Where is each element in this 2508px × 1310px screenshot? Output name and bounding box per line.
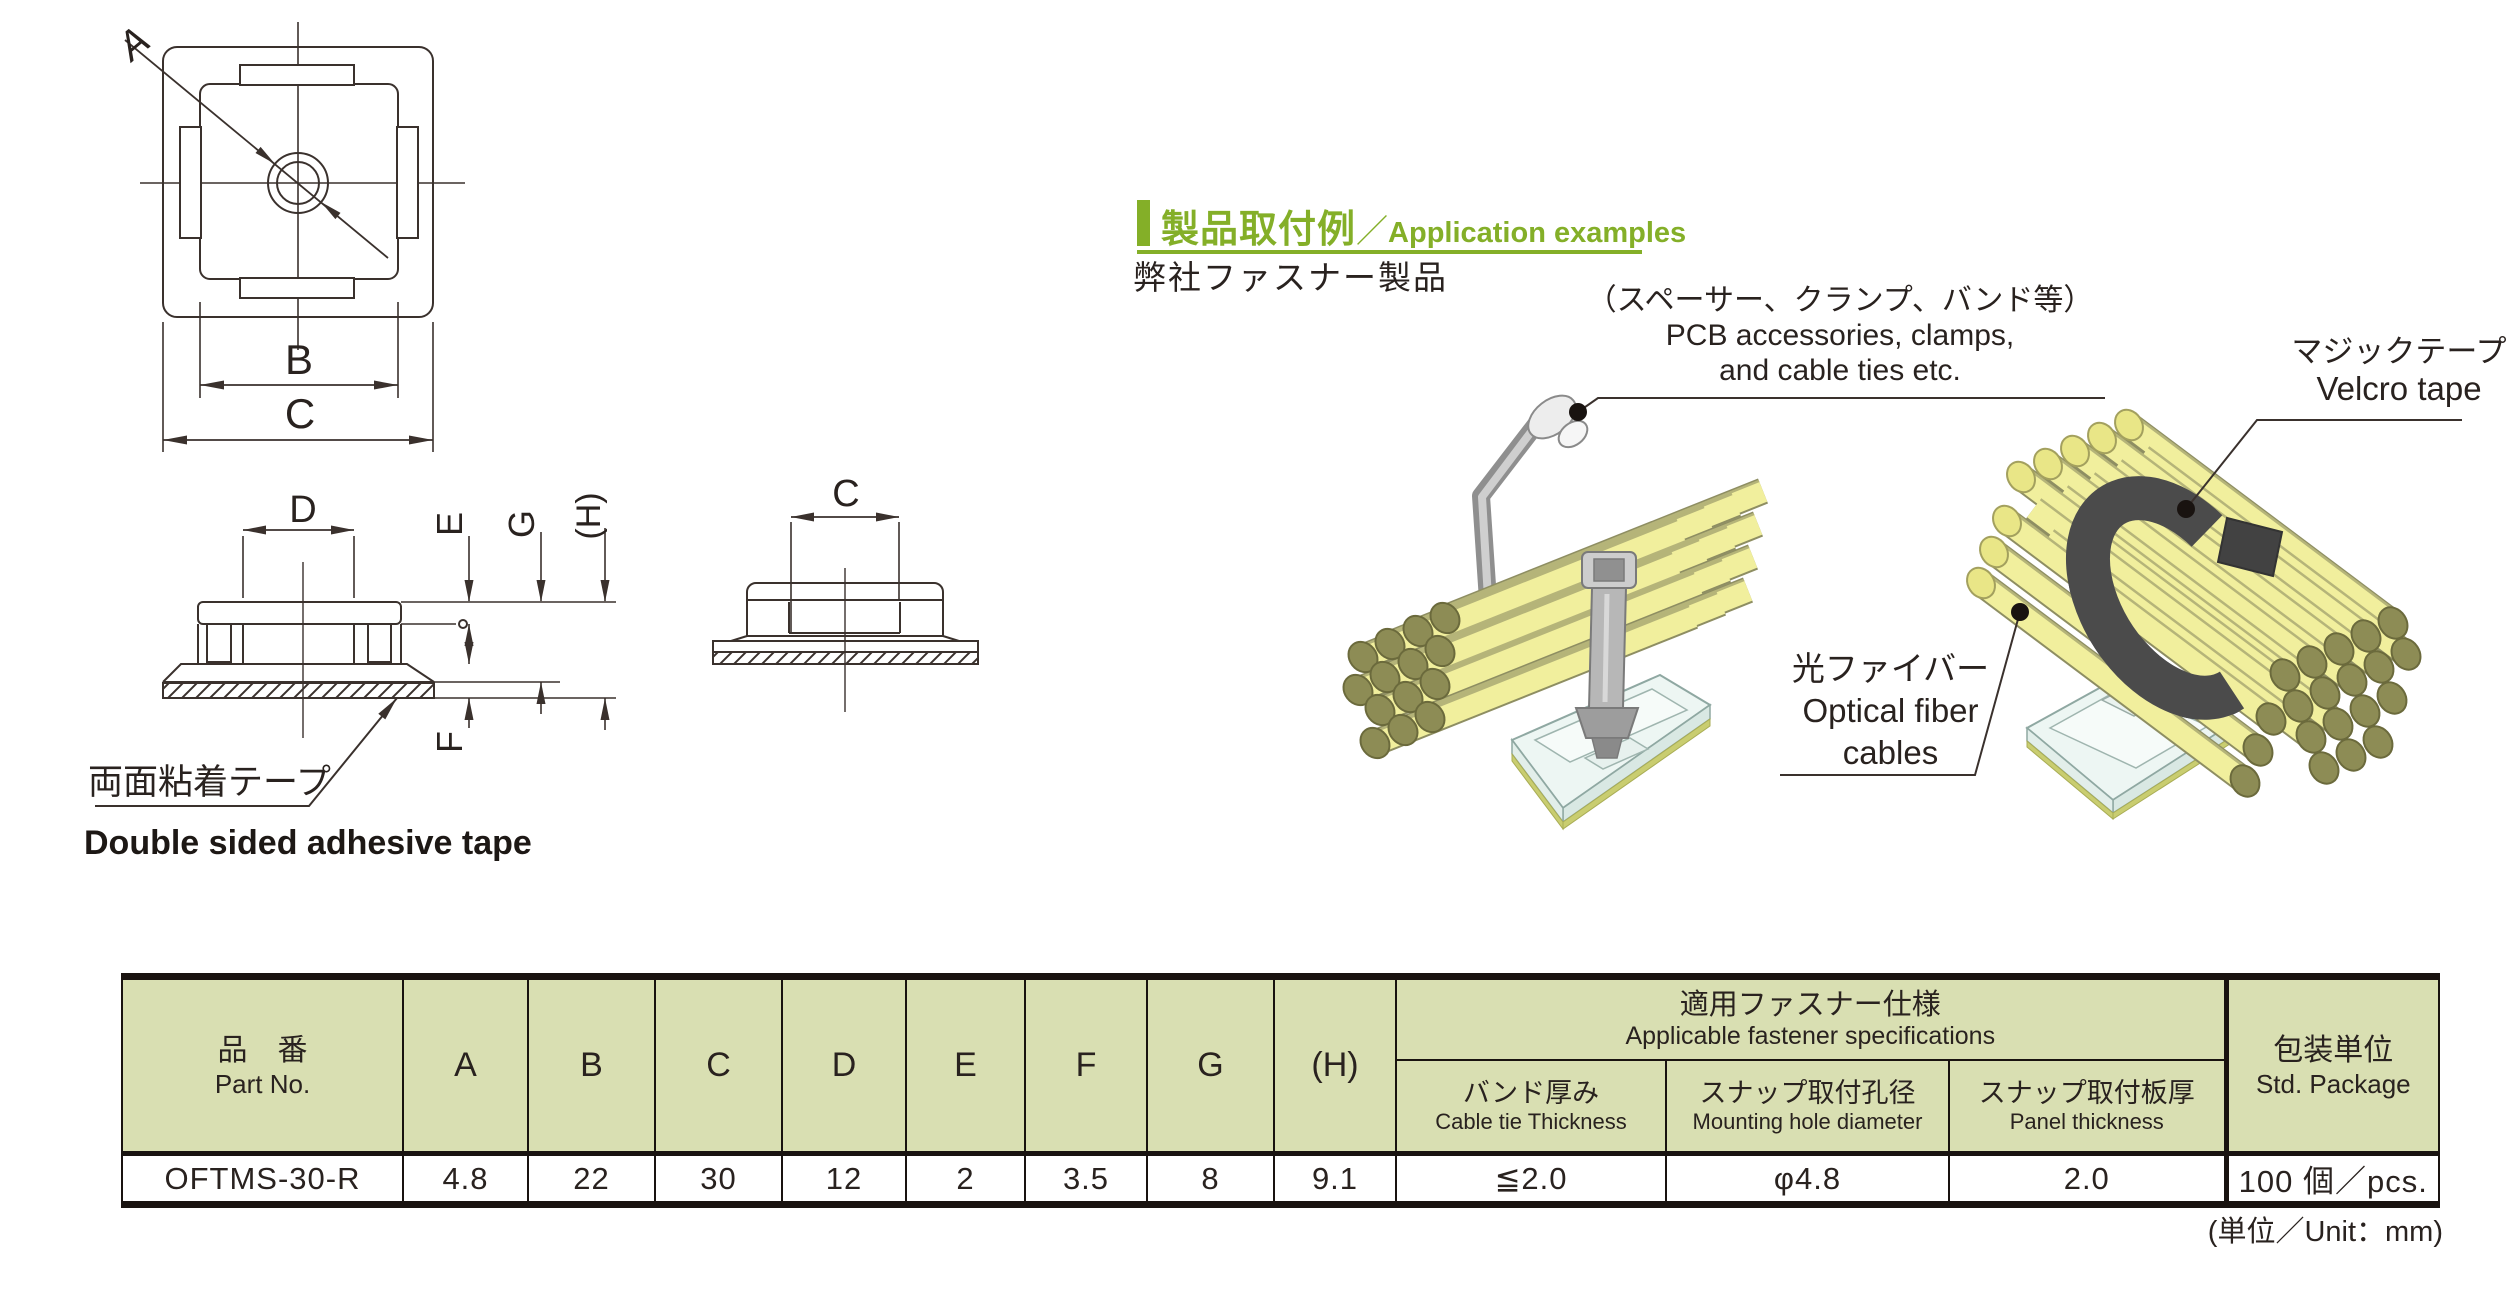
cable-cut-ends: [1966, 408, 2144, 600]
dim-label-h: (H): [570, 492, 608, 539]
panel-thickness-jp: スナップ取付板厚: [1978, 1078, 2195, 1109]
header-underline: [1137, 250, 1642, 254]
velcro-leader-dot: [2177, 500, 2195, 518]
col-header-package: 包装単位 Std. Package: [2223, 975, 2441, 1156]
side-view-right-drawing: C: [712, 473, 979, 712]
header-separator: ／: [1356, 213, 1389, 249]
application-intro: 弊社ファスナー製品: [1133, 259, 1448, 296]
fastener-group-jp: 適用ファスナー仕様: [1679, 989, 1941, 1022]
dim-label-c2: C: [832, 473, 859, 515]
fiber-cable-bundle: [1342, 478, 1769, 760]
cell-mounting-hole-diameter: φ4.8: [1665, 1152, 1950, 1206]
col-header-f: F: [1024, 975, 1148, 1156]
fiber-leader-dot: [2011, 603, 2029, 621]
cable-tie-thickness-jp: バンド厚み: [1462, 1078, 1600, 1109]
accessories-en1: PCB accessories, clamps,: [1665, 318, 2015, 352]
col-header-mounting-hole-diameter: スナップ取付孔径 Mounting hole diameter: [1665, 1058, 1950, 1156]
tape-label-en: Double sided adhesive tape: [84, 824, 532, 862]
accessories-en2: and cable ties etc.: [1719, 353, 1961, 387]
spec-table: 品 番 Part No. A B C D E F G (H) 適用ファスナー仕様…: [121, 973, 2441, 1208]
cell-dim-d: 12: [781, 1152, 907, 1206]
side-view-drawing: D: [162, 489, 616, 753]
table-row: OFTMS-30-R 4.8 22 30 12 2 3.5 8 9.1 ≦2.0…: [121, 1152, 2441, 1206]
cable-tie-arm: [1472, 394, 1589, 609]
velcro-band-flap: [2216, 516, 2284, 578]
part-header-jp: 品 番: [217, 1034, 308, 1068]
accessories-annotation: （スペーサー、クランプ、バンド等） PCB accessories, clamp…: [1575, 284, 2105, 388]
tape-label-jp: 両面粘着テープ: [88, 763, 331, 802]
cell-dim-h: 9.1: [1273, 1152, 1397, 1206]
mounting-hole-diameter-jp: スナップ取付孔径: [1699, 1078, 1916, 1109]
cell-dim-a: 4.8: [402, 1152, 529, 1206]
header-accent-bar: [1137, 200, 1150, 246]
panel-thickness-en: Panel thickness: [2009, 1108, 2164, 1134]
dim-label-f: F: [429, 731, 470, 753]
package-header-jp: 包装単位: [2273, 1034, 2394, 1068]
cell-part-no: OFTMS-30-R: [121, 1152, 404, 1206]
col-header-c: C: [654, 975, 783, 1156]
cell-package: 100 個／pcs.: [2223, 1152, 2441, 1206]
header-text: 製品取付例／Application examples: [1161, 198, 1686, 253]
cell-cable-tie-thickness: ≦2.0: [1395, 1152, 1667, 1206]
fiber-annotation: 光ファイバー Optical fiber cables: [1768, 648, 2013, 775]
col-header-b: B: [527, 975, 656, 1156]
header-jp: 製品取付例: [1161, 209, 1357, 251]
unit-note: (単位／Unit：mm): [2207, 1216, 2443, 1248]
dim-label-g: G: [501, 510, 542, 538]
col-header-cable-tie-thickness: バンド厚み Cable tie Thickness: [1395, 1058, 1667, 1156]
tape-leader-line: [95, 697, 398, 807]
velcro-jp: マジックテープ: [2291, 334, 2507, 369]
fiber-jp: 光ファイバー: [1791, 650, 1990, 687]
header-en: Application examples: [1388, 217, 1687, 249]
col-header-h: (H): [1273, 975, 1397, 1156]
velcro-en: Velcro tape: [2316, 369, 2482, 407]
cell-dim-g: 8: [1146, 1152, 1275, 1206]
velcro-band-front: [2065, 476, 2245, 720]
dim-label-e: E: [429, 512, 470, 536]
cell-dim-f: 3.5: [1024, 1152, 1148, 1206]
velcro-annotation: マジックテープ Velcro tape: [2265, 334, 2508, 408]
tape-leader-arrowhead: [378, 698, 397, 720]
col-header-g: G: [1146, 975, 1275, 1156]
cell-dim-b: 22: [527, 1152, 656, 1206]
cable-end-caps: [2229, 606, 2422, 798]
cable-tie-clamp: [1574, 551, 1640, 759]
accessories-jp: （スペーサー、クランプ、バンド等）: [1586, 284, 2094, 317]
col-header-part: 品 番 Part No.: [121, 975, 404, 1156]
top-view-geometry: [124, 22, 465, 452]
side-view-geometry: D: [162, 489, 616, 738]
velcro-leader-line: [2185, 419, 2462, 510]
accessories-leader-line: [1577, 397, 2105, 413]
mounting-hole-diameter-en: Mounting hole diameter: [1692, 1108, 1923, 1134]
dim-label-b: B: [285, 336, 313, 383]
cell-panel-thickness: 2.0: [1947, 1152, 2228, 1206]
side-view-right-geometry: C: [712, 473, 979, 712]
dim-a-line: [124, 39, 389, 259]
cell-dim-e: 2: [905, 1152, 1026, 1206]
col-header-panel-thickness: スナップ取付板厚 Panel thickness: [1947, 1058, 2228, 1156]
fiber-leader-line: [1780, 611, 2021, 776]
cell-dim-c: 30: [654, 1152, 783, 1206]
package-header-en: Std. Package: [2255, 1068, 2411, 1099]
fastener-group-en: Applicable fastener specifications: [1625, 1021, 1996, 1050]
cable-tie-thickness-en: Cable tie Thickness: [1435, 1108, 1627, 1134]
col-header-a: A: [402, 975, 529, 1156]
dim-label-c: C: [285, 390, 315, 437]
top-view-drawing: A B C: [108, 18, 465, 452]
accessories-leader-dot: [1569, 403, 1587, 421]
illustration-clamp-mount: [1342, 394, 1769, 831]
col-header-d: D: [781, 975, 907, 1156]
fiber-en1: Optical fiber: [1802, 692, 1979, 730]
col-header-e: E: [905, 975, 1026, 1156]
application-section-header: 製品取付例／Application examples: [1137, 198, 1686, 254]
dim-label-d: D: [289, 489, 316, 531]
adhesive-tape-layer: [162, 682, 435, 699]
fiber-en2: cables: [1842, 734, 1939, 772]
part-header-en: Part No.: [214, 1068, 311, 1099]
cable-end-caps: [1342, 601, 1461, 760]
col-group-fastener-specs: 適用ファスナー仕様 Applicable fastener specificat…: [1394, 975, 2228, 1061]
